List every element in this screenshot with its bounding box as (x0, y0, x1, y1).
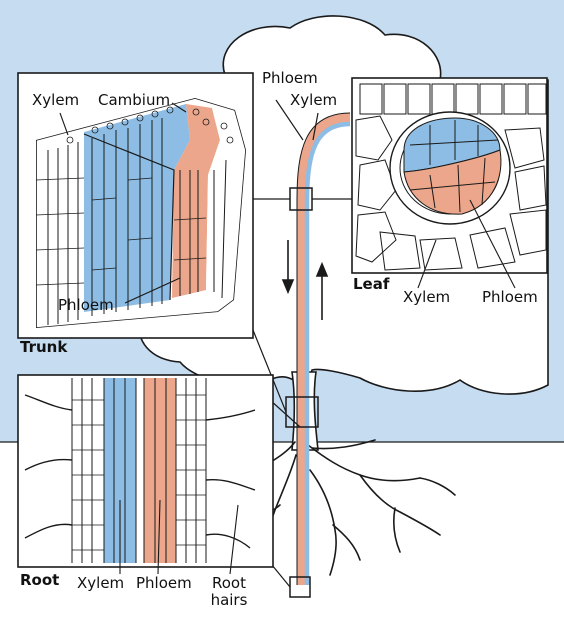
tree-xylem-label: Xylem (290, 91, 338, 109)
trunk-cambium-label: Cambium (98, 91, 171, 109)
root-panel-title: Root (20, 571, 60, 589)
leaf-panel-title: Leaf (353, 275, 390, 293)
leaf-xylem-label: Xylem (403, 288, 451, 306)
trunk-xylem-label: Xylem (32, 91, 80, 109)
downward-flow-arrow (281, 240, 295, 295)
upward-flow-arrow (315, 261, 329, 320)
tree-phloem-label: Phloem (262, 69, 318, 87)
label-leader-lines (59, 102, 516, 575)
root-longitudinal-section (24, 378, 256, 563)
root-hairs-label-line2: hairs (210, 591, 248, 610)
vascular-ribbon (296, 112, 351, 585)
root-phloem-label: Phloem (136, 574, 192, 592)
trunk-phloem-label: Phloem (58, 296, 114, 314)
root-xylem-label: Xylem (77, 574, 125, 592)
root-hairs-label: Root hairs (205, 574, 253, 610)
leaf-cross-section (355, 83, 547, 271)
trunk-panel-title: Trunk (20, 338, 68, 356)
callout-connectors (252, 99, 352, 588)
root-hairs-label-line1: Root (212, 574, 246, 592)
trunk-wedge (36, 98, 246, 328)
leaf-phloem-label: Phloem (482, 288, 538, 306)
